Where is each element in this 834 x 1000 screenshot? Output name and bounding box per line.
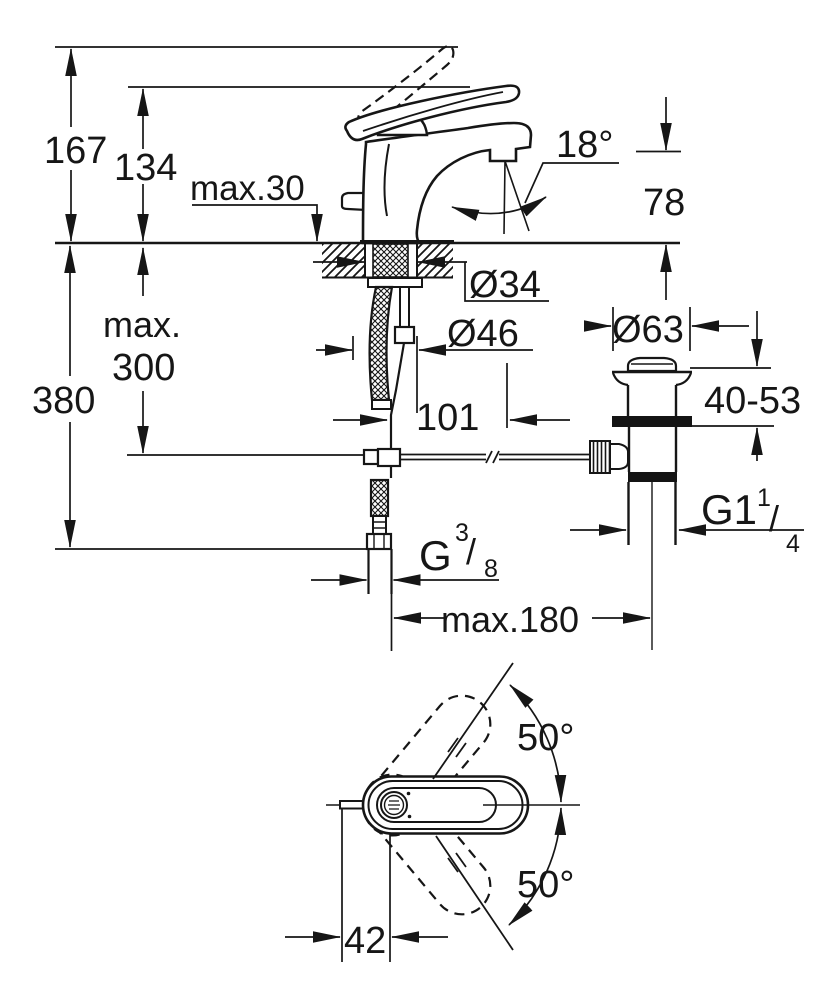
knurled-knob [589, 440, 611, 474]
dim-hose-max-label-line2: 300 [112, 347, 175, 389]
dim-drain-offset-label: max.180 [441, 599, 579, 640]
thread-popup-numerator: 1 [757, 484, 771, 512]
dim-swivel-angle-lower-label: 50° [517, 864, 574, 906]
pull-rod-vertical [389, 342, 406, 450]
dim-body-height-label: 134 [114, 147, 177, 189]
swivel-angle-lines [432, 662, 514, 951]
thread-supply-main: G [419, 532, 452, 579]
dim-handle-offset-label: 42 [344, 920, 386, 962]
thread-supply-slash: / [466, 531, 476, 572]
thread-supply-numerator: 3 [455, 519, 469, 547]
dim-popup-range-label: 40-53 [704, 380, 801, 422]
dimension-lines [64, 48, 804, 624]
dim-hose-max-label-line1: max. [103, 304, 181, 345]
thread-supply-denominator: 8 [484, 555, 498, 583]
rear-tab [340, 191, 368, 212]
dim-popup-diameter-label: Ø63 [612, 309, 684, 351]
thread-popup-main: G1 [701, 486, 757, 533]
supply-pipe [367, 549, 393, 594]
lever-closed [344, 84, 521, 142]
drain-flange [612, 416, 692, 427]
dim-overall-height-label: 167 [44, 130, 107, 172]
braided-hose-lower [369, 478, 390, 518]
faucet-body [361, 121, 533, 245]
spout-stream-lines [503, 160, 530, 235]
drain-tailpipe [627, 482, 677, 545]
thread-popup-label: G1 1 / 4 [701, 484, 800, 558]
dim-spout-reach-label: 101 [416, 397, 479, 439]
thread-popup-slash: / [769, 498, 779, 539]
braided-hose-upper [368, 285, 394, 402]
pull-rod-horizontal [400, 453, 591, 461]
thread-popup-denominator: 4 [786, 530, 800, 558]
dim-supply-length-label: 380 [32, 380, 95, 422]
lever-open-dashed [357, 44, 455, 129]
supply-nut [365, 532, 393, 551]
handle-swivel-upper-dashed [362, 694, 492, 837]
pull-rod-connector [376, 447, 402, 468]
dim-spout-angle-label: 18° [556, 124, 613, 166]
dim-hole-diameter-label: Ø34 [469, 264, 541, 306]
faucet-front-view [340, 44, 533, 245]
dim-base-diameter-label: Ø46 [447, 313, 519, 355]
supply-plumbing [362, 277, 591, 594]
popup-drain [589, 356, 693, 650]
dim-swivel-angle-upper-label: 50° [517, 717, 574, 759]
reference-lines [55, 46, 774, 651]
dim-deck-thickness-label: max.30 [190, 169, 305, 208]
dim-spout-height-label: 78 [643, 182, 685, 224]
top-view [285, 662, 580, 962]
thread-supply-label: G 3 / 8 [419, 519, 498, 583]
countertop-section [55, 241, 680, 279]
